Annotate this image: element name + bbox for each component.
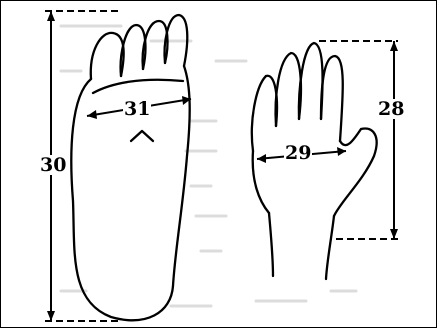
foot-outline (71, 15, 189, 320)
foot-length-label: 30 (39, 155, 67, 175)
foot-toe-big (91, 33, 124, 79)
hand-ring-finger (276, 53, 301, 126)
background-texture (61, 26, 356, 306)
foot-width-label: 31 (123, 99, 151, 119)
hand-thumb (334, 128, 377, 216)
hand-outline (252, 43, 377, 279)
foot-toe-pad-line (93, 80, 183, 93)
hand-wrist-right (326, 216, 334, 279)
hand-middle-finger (299, 43, 323, 119)
hand-index-finger (321, 56, 343, 141)
hand-little-finger (252, 76, 277, 151)
hand-wrist-left (269, 213, 273, 276)
hand-width-label: 29 (284, 143, 312, 163)
dimension-lines (45, 11, 398, 321)
hand-length-label: 28 (377, 99, 405, 119)
dimension-arrowheads (47, 11, 398, 321)
foot-arch-mark (131, 131, 153, 141)
